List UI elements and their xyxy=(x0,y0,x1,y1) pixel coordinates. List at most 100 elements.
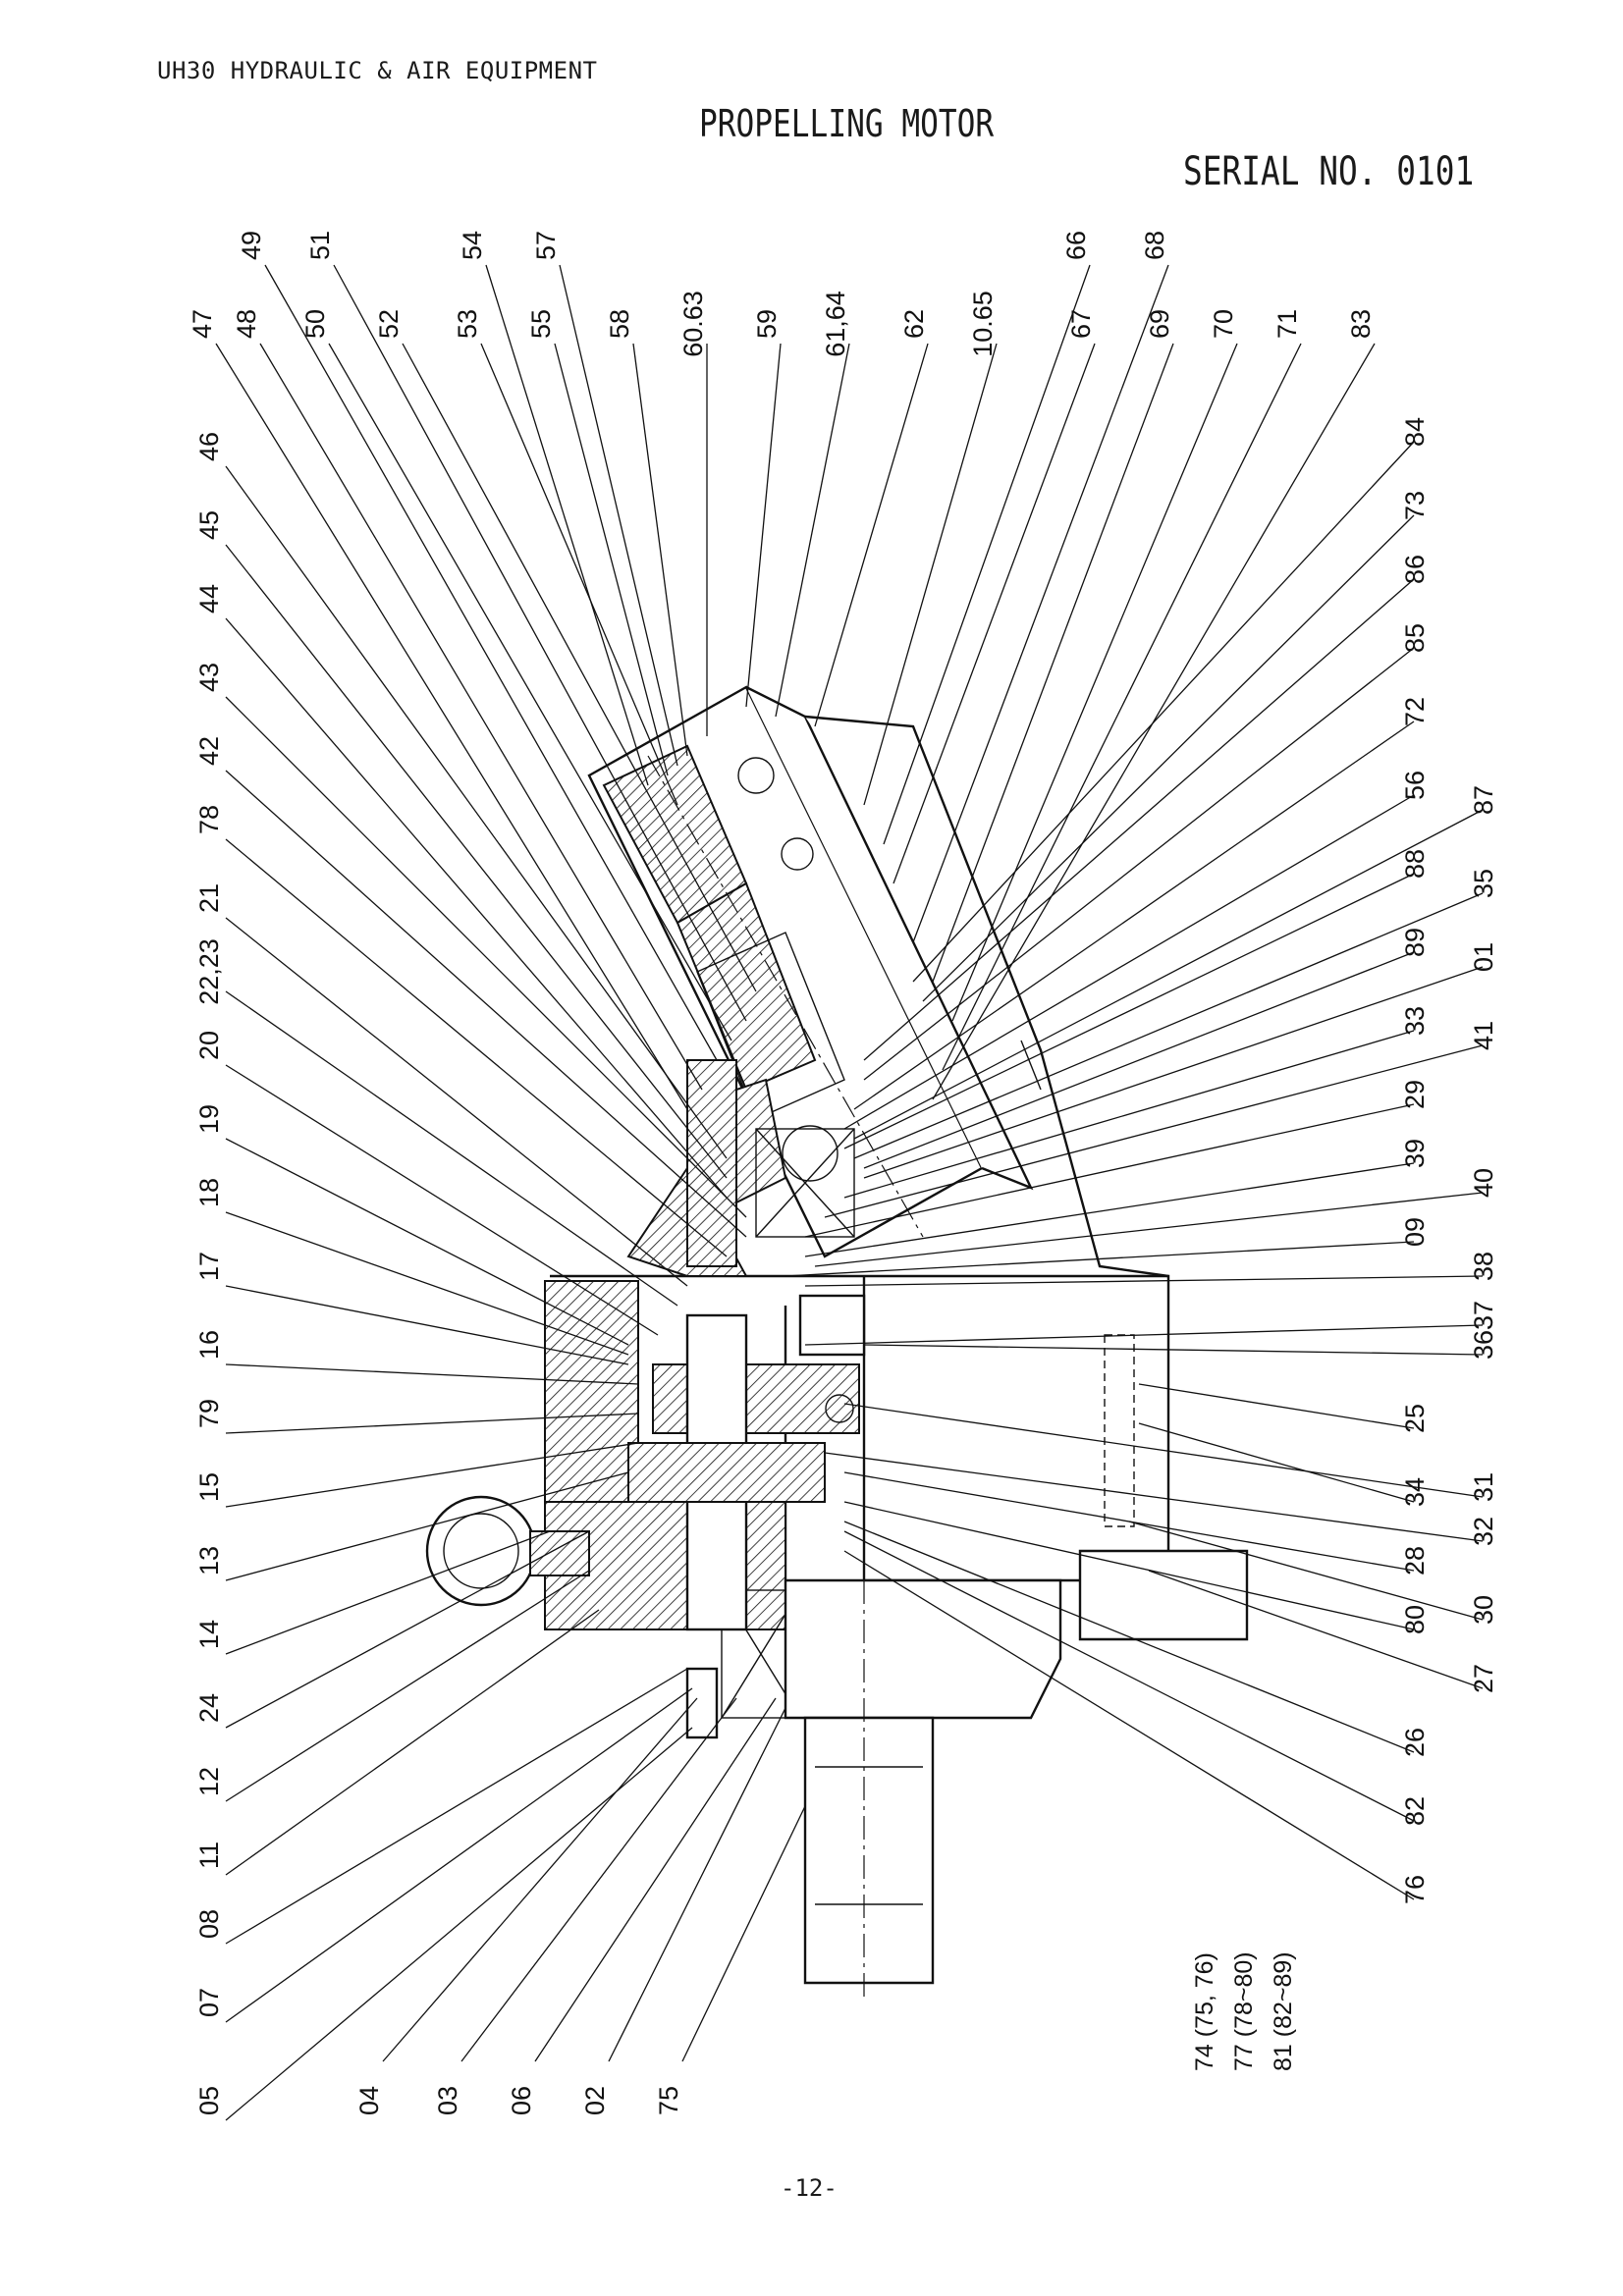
leader-line-top xyxy=(951,343,1238,1022)
leader-line-right xyxy=(843,1501,1415,1630)
part-label-left: 08 xyxy=(194,1909,224,1939)
leader-lines xyxy=(215,264,1484,2121)
leader-line-top xyxy=(932,343,1174,983)
leader-line-right xyxy=(863,578,1415,1061)
part-label-left: 18 xyxy=(194,1178,224,1207)
serial-number: SERIAL NO. 0101 xyxy=(1183,149,1475,194)
leader-line-bottom xyxy=(681,1805,806,2062)
leader-line-right xyxy=(843,1030,1415,1199)
leader-line-right xyxy=(843,1403,1484,1498)
part-label-top: 48 xyxy=(232,309,261,339)
leader-line-right xyxy=(804,1162,1415,1257)
leader-line-top xyxy=(259,343,703,1091)
part-label-bottom: 02 xyxy=(580,2086,610,2115)
part-label-left: 05 xyxy=(194,2086,224,2115)
leader-line-right xyxy=(863,951,1415,1169)
motor-drawing xyxy=(425,685,1249,2002)
part-label-right: 40 xyxy=(1469,1168,1498,1198)
leader-line-left xyxy=(225,990,678,1307)
leader-line-top xyxy=(814,343,929,727)
leader-line-right xyxy=(863,647,1415,1081)
part-label-right: 84 xyxy=(1400,417,1430,447)
part-label-right: 25 xyxy=(1400,1404,1430,1433)
leader-line-left xyxy=(225,617,728,1199)
assembly-group-notes: 74 (75, 76) 77 (78~80) 81 (82~89) xyxy=(1191,1951,1297,2071)
part-label-top: 50 xyxy=(300,309,330,339)
page-number: -12- xyxy=(781,2174,838,2202)
leader-line-right xyxy=(853,809,1484,1140)
leader-line-top xyxy=(559,264,678,767)
leader-line-left xyxy=(225,917,688,1287)
leader-line-top xyxy=(893,343,1096,884)
leader-line-right xyxy=(1138,1422,1415,1503)
leader-line-bottom xyxy=(608,1707,786,2062)
leader-line-right xyxy=(804,1324,1484,1346)
part-label-right: 73 xyxy=(1400,491,1430,520)
part-label-top: 53 xyxy=(453,309,482,339)
leader-line-left xyxy=(225,1413,639,1434)
leader-line-right xyxy=(863,966,1484,1179)
leader-line-left xyxy=(225,544,728,1179)
assembly-group-2: 77 (78~80) xyxy=(1230,1951,1258,2071)
leader-line-top xyxy=(942,343,1302,1071)
part-label-left: 24 xyxy=(194,1693,224,1723)
leader-line-top xyxy=(480,343,678,806)
leader-line-right xyxy=(922,514,1415,1002)
leader-line-top xyxy=(485,264,649,786)
leader-line-left xyxy=(225,1668,688,1945)
part-label-right: 28 xyxy=(1400,1546,1430,1575)
leader-line-right xyxy=(843,794,1415,1130)
part-label-top: 59 xyxy=(752,309,782,339)
part-label-top: 54 xyxy=(458,231,487,260)
leader-line-right xyxy=(843,1521,1415,1753)
part-label-left: 45 xyxy=(194,510,224,540)
leader-line-right xyxy=(804,1275,1484,1287)
part-label-top: 83 xyxy=(1346,309,1376,339)
part-label-top: 68 xyxy=(1140,231,1169,260)
assembly-group-1: 74 (75, 76) xyxy=(1191,1952,1218,2071)
part-label-right: 36 xyxy=(1469,1330,1498,1360)
leader-line-top xyxy=(775,343,850,718)
part-label-top: 51 xyxy=(305,231,335,260)
part-label-top: 47 xyxy=(188,309,217,339)
leader-line-left xyxy=(225,1687,693,2023)
leader-line-right xyxy=(1128,1521,1484,1621)
part-label-top: 49 xyxy=(237,231,266,260)
leader-line-top xyxy=(883,264,1091,845)
part-label-right: 85 xyxy=(1400,623,1430,653)
leader-line-top xyxy=(215,343,688,1110)
part-label-top: 57 xyxy=(531,231,561,260)
leader-line-right xyxy=(784,1241,1415,1277)
leader-line-top xyxy=(328,343,732,1041)
leader-line-left xyxy=(225,1442,639,1508)
part-label-top: 10.65 xyxy=(968,291,998,357)
part-label-bottom: 06 xyxy=(507,2086,536,2115)
part-label-right: 34 xyxy=(1400,1477,1430,1507)
part-label-left: 46 xyxy=(194,432,224,461)
leader-line-bottom xyxy=(534,1697,777,2062)
part-label-bottom: 75 xyxy=(654,2086,683,2115)
part-label-top: 55 xyxy=(526,309,556,339)
part-label-left: 21 xyxy=(194,883,224,913)
part-label-bottom: 03 xyxy=(433,2086,462,2115)
leader-line-bottom xyxy=(460,1697,737,2062)
part-label-left: 79 xyxy=(194,1399,224,1428)
part-label-right: 82 xyxy=(1400,1796,1430,1826)
part-label-left: 16 xyxy=(194,1330,224,1360)
part-label-right: 33 xyxy=(1400,1006,1430,1036)
part-label-top: 62 xyxy=(899,309,929,339)
leader-line-right xyxy=(853,892,1484,1159)
leader-line-left xyxy=(225,1530,551,1655)
leader-line-left xyxy=(225,1285,629,1365)
leader-line-left xyxy=(225,1363,639,1385)
part-label-right: 32 xyxy=(1469,1517,1498,1546)
part-label-left: 44 xyxy=(194,584,224,614)
part-label-right: 89 xyxy=(1400,928,1430,957)
leader-line-left xyxy=(225,1211,629,1356)
leader-line-right xyxy=(843,1530,1415,1822)
leader-line-right xyxy=(853,721,1415,1110)
leader-line-top xyxy=(745,343,782,708)
part-label-top: 71 xyxy=(1272,309,1302,339)
part-label-right: 35 xyxy=(1469,869,1498,898)
